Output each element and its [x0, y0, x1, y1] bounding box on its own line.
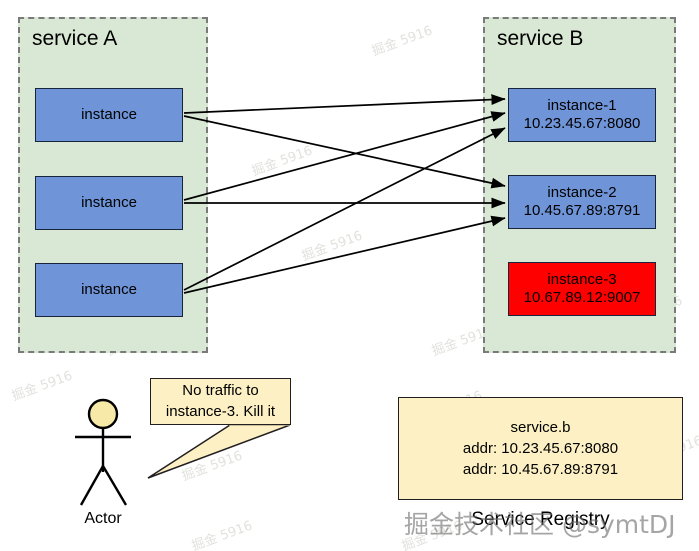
- service-a-instance-3[interactable]: instance: [35, 263, 183, 317]
- actor-label-text: Actor: [84, 510, 122, 527]
- service-b-instance-2[interactable]: instance-2 10.45.67.89:8791: [508, 175, 656, 229]
- instance-address: 10.67.89.12:9007: [523, 289, 641, 306]
- service-b-instance-3[interactable]: instance-3 10.67.89.12:9007: [508, 262, 656, 316]
- actor-leg-left: [79, 465, 105, 506]
- actor-head: [87, 398, 119, 430]
- watermark-tile: 掘金 5916: [190, 518, 255, 551]
- registry-caption-text: Service Registry: [471, 509, 610, 530]
- watermark-tile: 掘金 5916: [250, 143, 315, 180]
- arrow-a1-to-b2: [183, 115, 506, 189]
- instance-name: instance-1: [547, 97, 617, 115]
- instance-label: instance: [81, 194, 137, 212]
- watermark-tile: 掘金 5916: [300, 228, 365, 265]
- callout-line-1: No traffic to: [182, 382, 259, 400]
- instance-address: 10.45.67.89:8791: [523, 202, 641, 219]
- registry-addr-2: addr: 10.45.67.89:8791: [462, 461, 619, 478]
- watermark-overlay: 掘金技术社区 @symtDJ: [404, 505, 676, 541]
- watermark-tile: 掘金 5916: [10, 368, 75, 405]
- instance-name: instance-3: [547, 271, 617, 289]
- actor-label: Actor: [63, 510, 143, 528]
- instance-label: instance: [81, 281, 137, 299]
- watermark-overlay-text: 掘金技术社区 @symtDJ: [404, 510, 676, 539]
- service-b-title: service B: [497, 27, 584, 50]
- service-registry-caption: Service Registry: [398, 509, 683, 531]
- instance-label: instance: [81, 106, 137, 124]
- service-a-instance-1[interactable]: instance: [35, 88, 183, 142]
- arrow-a1-to-b1: [183, 94, 506, 114]
- arrow-a2-to-b1: [183, 111, 506, 201]
- watermark-tile: 掘金 5916: [370, 23, 435, 60]
- instance-name: instance-2: [547, 184, 617, 202]
- registry-service-name: service.b: [510, 419, 571, 436]
- actor-callout: No traffic to instance-3. Kill it: [150, 378, 291, 425]
- actor-leg-right: [101, 465, 128, 506]
- service-a-instance-2[interactable]: instance: [35, 176, 183, 230]
- arrow-a3-to-b1: [183, 127, 506, 291]
- actor-figure: [75, 398, 131, 506]
- watermark-tile: 掘金 5916: [180, 448, 245, 485]
- service-registry-box: service.b addr: 10.23.45.67:8080 addr: 1…: [398, 397, 683, 500]
- instance-address: 10.23.45.67:8080: [523, 115, 641, 132]
- service-a-title: service A: [32, 27, 118, 50]
- callout-line-2: instance-3. Kill it: [165, 402, 276, 420]
- service-b-instance-1[interactable]: instance-1 10.23.45.67:8080: [508, 88, 656, 142]
- registry-addr-1: addr: 10.23.45.67:8080: [462, 440, 619, 457]
